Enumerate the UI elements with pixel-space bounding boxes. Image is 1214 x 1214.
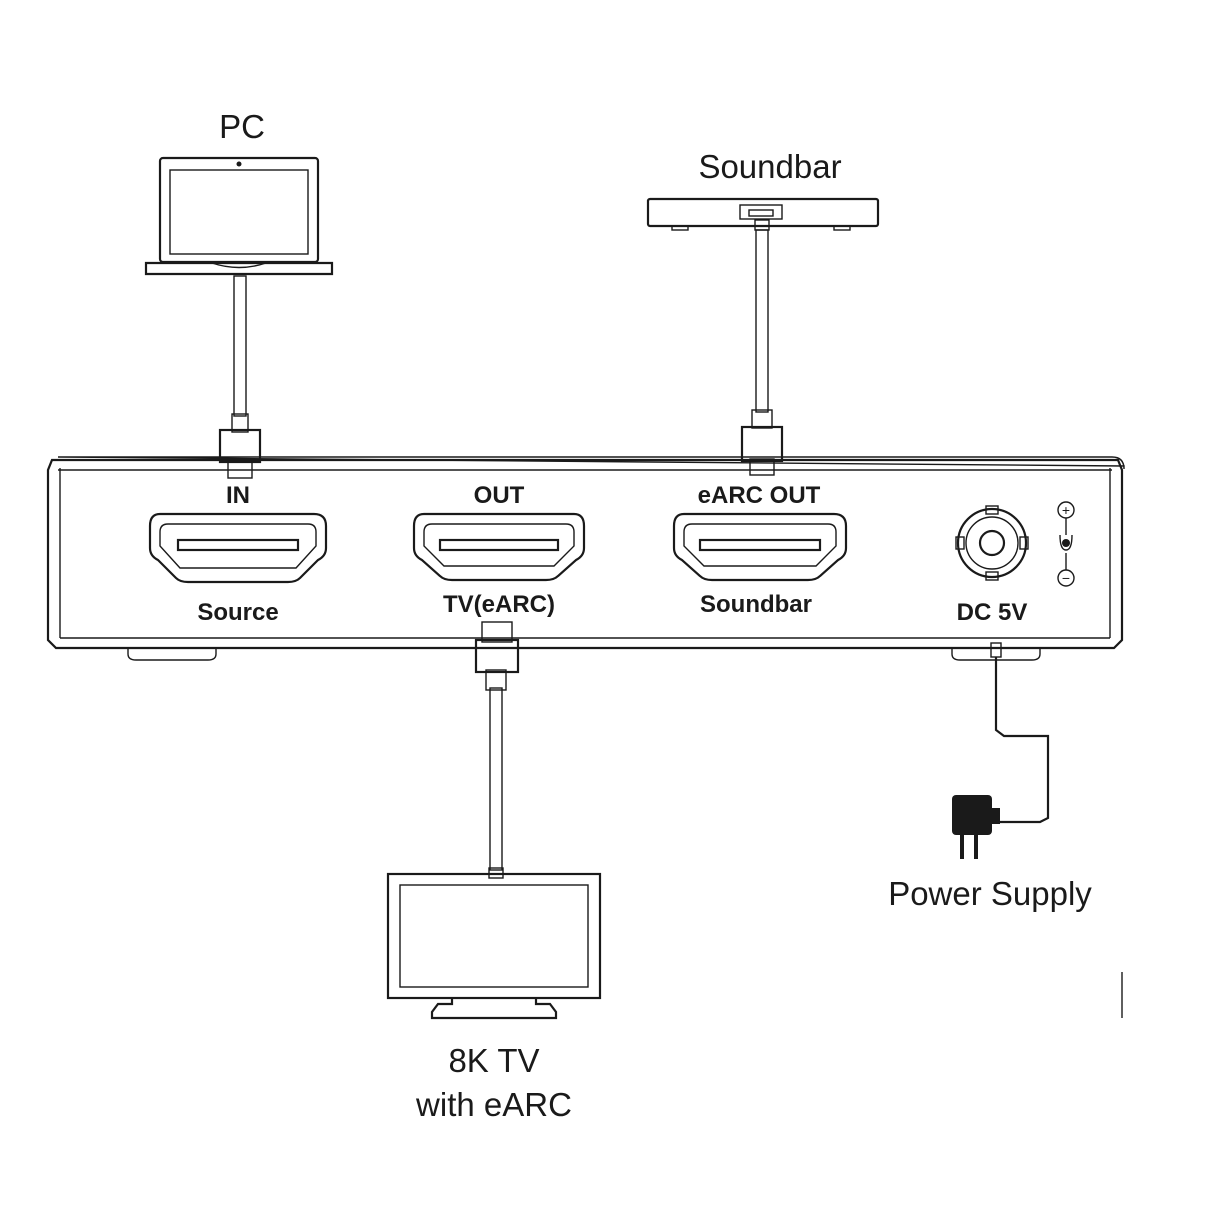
power-adapter-icon	[952, 795, 1000, 859]
port-out-label: OUT	[474, 482, 525, 509]
soundbar-icon	[646, 197, 880, 231]
port-out-sub-label: TV(eARC)	[443, 591, 555, 618]
power-cable	[990, 642, 1050, 824]
tv-label-line1: 8K TV	[448, 1042, 539, 1079]
hdmi-port-out	[412, 512, 586, 582]
port-in-label: IN	[226, 482, 250, 509]
hdmi-cable-soundbar	[740, 219, 784, 476]
tv-icon	[386, 872, 602, 1020]
polarity-minus: −	[1062, 570, 1070, 586]
port-earc-sub-label: Soundbar	[700, 591, 812, 618]
dc-jack-icon	[955, 505, 1029, 581]
tv-label-line2: with eARC	[415, 1086, 572, 1123]
laptop-icon	[144, 156, 334, 276]
dc-5v-label: DC 5V	[957, 599, 1028, 626]
hdmi-port-earc-out	[672, 512, 848, 582]
hdmi-switch-panel	[46, 456, 1125, 661]
hdmi-port-in	[148, 512, 328, 584]
power-supply-label: Power Supply	[888, 875, 1092, 912]
polarity-icon	[1057, 501, 1075, 587]
polarity-plus: +	[1062, 502, 1070, 518]
pc-label: PC	[219, 108, 265, 145]
port-earc-label: eARC OUT	[698, 482, 821, 509]
soundbar-label: Soundbar	[698, 148, 841, 185]
hdmi-cable-tv	[474, 621, 520, 879]
port-in-sub-label: Source	[197, 599, 278, 626]
hdmi-cable-pc	[218, 275, 262, 479]
